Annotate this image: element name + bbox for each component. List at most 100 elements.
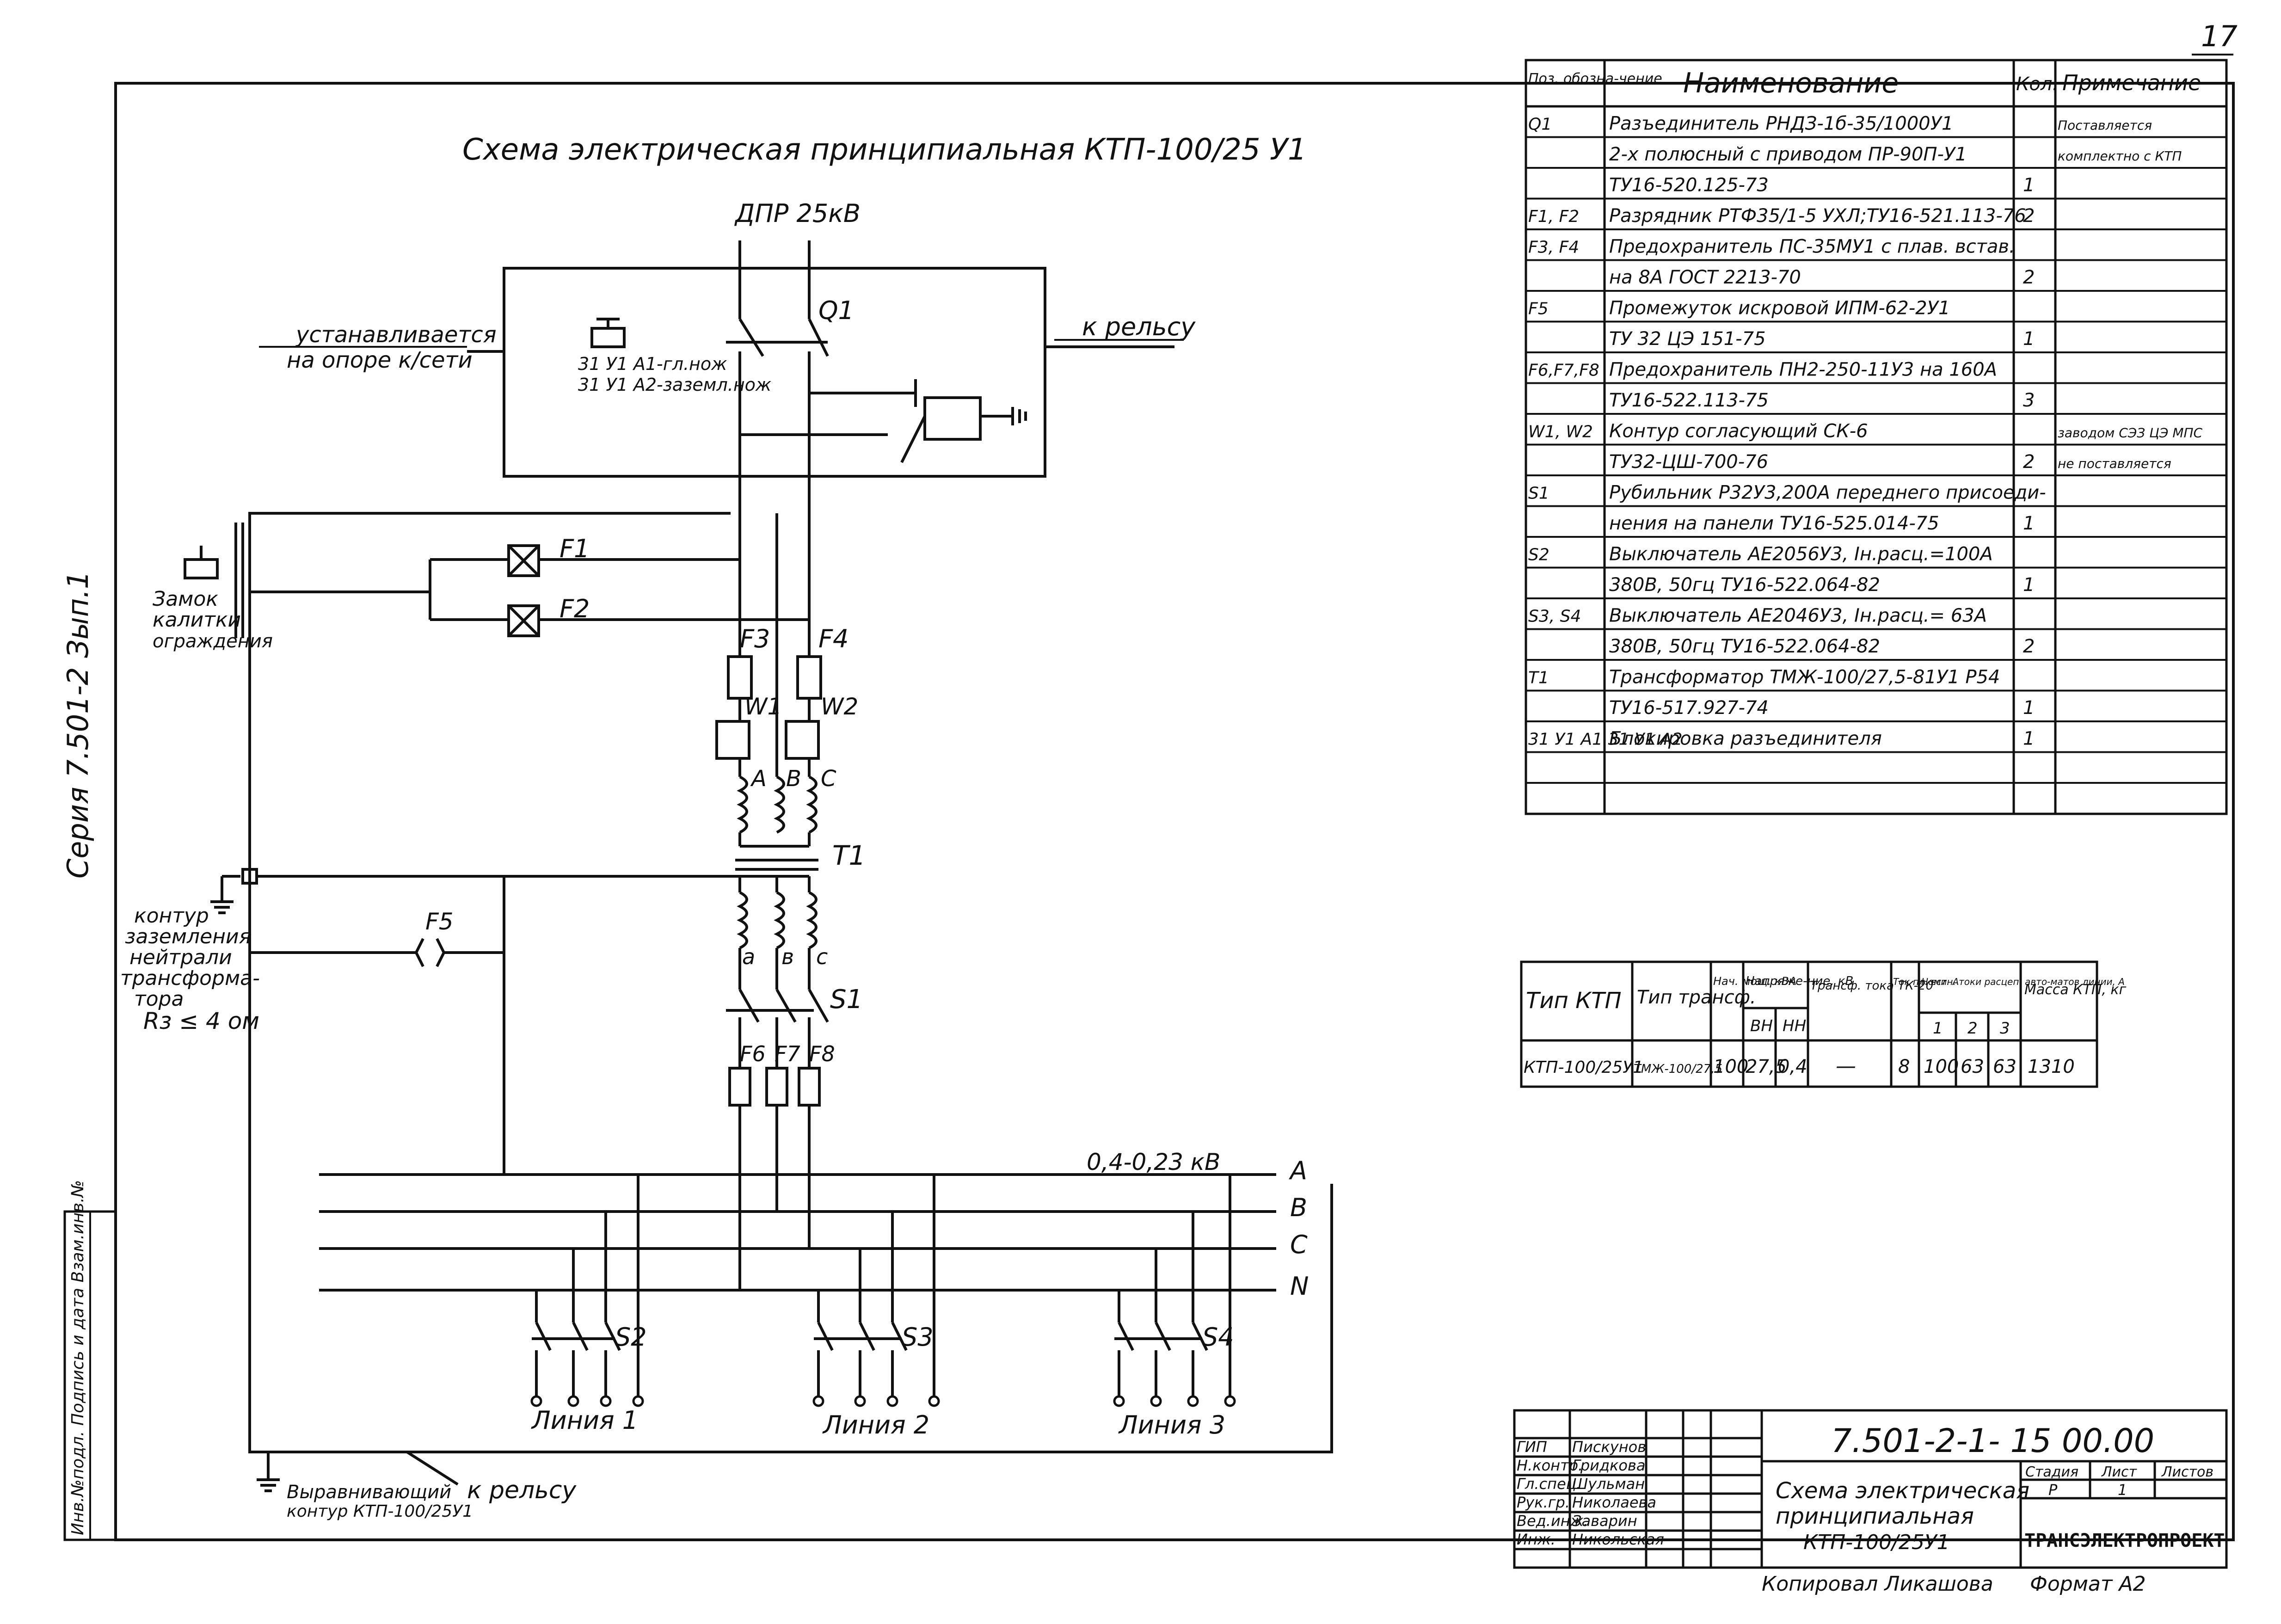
dt-h-nn: НН — [1783, 1017, 1806, 1035]
spec-cell: Разъединитель РНДЗ-1б-35/1000У1 — [1609, 113, 1953, 135]
tb-title-1: Схема электрическая — [1776, 1478, 2029, 1504]
label-f1: F1 — [559, 534, 590, 563]
spec-cell: не поставляется — [2058, 456, 2171, 471]
dt-h-type: Тип КТП — [1526, 988, 1622, 1014]
neutral-ground — [210, 868, 740, 1433]
spec-cell: 31 У1 А1 31 У1 А2 — [1528, 730, 1683, 749]
label-equalizing-2: контур КТП-100/25У1 — [287, 1502, 473, 1521]
label-pb: В — [786, 766, 801, 792]
tb-person: Николаева — [1572, 1494, 1656, 1511]
dt-h-vn: ВН — [1750, 1017, 1773, 1035]
tb-stage: Р — [2048, 1481, 2058, 1499]
hv-path — [715, 513, 822, 871]
tb-role: Инж. — [1517, 1531, 1556, 1548]
label-pc: С — [821, 766, 836, 792]
spec-cell: 1 — [2023, 574, 2035, 596]
dt-mass: 1310 — [2028, 1056, 2075, 1077]
label-sc: с — [816, 944, 828, 969]
doc-number: 7.501-2-1- 15 00.00 — [1831, 1422, 2154, 1460]
dt-h-trans: Тип трансф. — [1637, 987, 1756, 1008]
page-number: 17 — [2201, 19, 2238, 53]
tb-person: Заварин — [1572, 1512, 1637, 1530]
label-f4: F4 — [818, 624, 848, 653]
spec-cell: F5 — [1528, 300, 1549, 319]
spec-cell: 2 — [2023, 267, 2035, 288]
spec-cell: 1 — [2023, 328, 2035, 350]
spec-cell: Разрядник РТФ35/1-5 УХЛ;ТУ16-521.113-76 — [1609, 205, 2026, 227]
label-voltage: 0,4-0,23 кВ — [1087, 1149, 1220, 1175]
label-ground-3: нейтрали — [129, 946, 232, 969]
spec-cell: S2 — [1528, 546, 1549, 565]
label-f7: F7 — [775, 1041, 800, 1066]
tb-role: ГИП — [1517, 1438, 1547, 1456]
tb-role: Вед.инж. — [1517, 1512, 1588, 1530]
label-gate-1: Замок — [153, 587, 218, 611]
spec-cell: Предохранитель ПС-35МУ1 с плав. встав. — [1609, 236, 2015, 258]
label-to-rail: к рельсу — [1082, 312, 1196, 341]
lv-buses — [319, 1173, 1276, 1292]
hv-section — [467, 240, 1174, 536]
label-f2: F2 — [559, 594, 590, 623]
dt-h-n1: 1 — [1933, 1019, 1943, 1038]
dt-trans: ТМЖ-100/27,5 — [1634, 1062, 1722, 1076]
label-gate-2: калитки — [153, 608, 241, 632]
label-f3: F3 — [740, 624, 770, 653]
label-bus-n: N — [1290, 1272, 1309, 1301]
spec-h-pos: Поз. обозна-чение — [1528, 71, 1662, 87]
label-f6: F6 — [740, 1041, 766, 1066]
tb-person: Шульман — [1572, 1475, 1645, 1493]
label-pa: A — [750, 766, 767, 792]
tb-role: Рук.гр. — [1517, 1494, 1570, 1511]
main-enclosure — [248, 512, 1333, 1453]
label-bus-c: С — [1290, 1230, 1308, 1259]
dt-vn: 27,5 — [1746, 1056, 1787, 1077]
label-bus-b: В — [1290, 1193, 1307, 1222]
dt-h-mass: Масса КТП, кг — [2024, 982, 2127, 998]
dt-h-n2: 2 — [1967, 1019, 1978, 1038]
feeder-terminals — [530, 1395, 1236, 1407]
label-w1: W1 — [744, 693, 782, 720]
spec-cell: 380В, 50гц ТУ16-522.064-82 — [1609, 636, 1880, 657]
format: Формат А2 — [2030, 1572, 2146, 1596]
tb-stage-h: Стадия — [2025, 1464, 2078, 1480]
spec-cell: 2-х полюсный с приводом ПР-90П-У1 — [1609, 144, 1967, 165]
title-block — [1513, 1409, 2228, 1569]
dt-h-n3: 3 — [2000, 1019, 2010, 1038]
spec-cell: Трансформатор ТМЖ-100/27,5-81У1 Р54 — [1609, 667, 2000, 688]
dt-type: КТП-100/25У1 — [1524, 1058, 1643, 1077]
dt-power: 100 — [1713, 1056, 1748, 1077]
label-lock-2: 31 У1 А2-заземл.нож — [578, 375, 771, 395]
label-to-rail-bottom: к рельсу — [467, 1476, 577, 1504]
label-bus-a: A — [1289, 1156, 1307, 1185]
series-text: Серия 7.501-2 Зып.1 — [61, 571, 95, 879]
spec-cell: Предохранитель ПН2-250-11У3 на 160А — [1609, 359, 1997, 381]
label-gate-3: ограждения — [153, 631, 273, 652]
label-ground-6: Rз ≤ 4 ом — [143, 1008, 259, 1034]
gate-lock — [184, 523, 244, 638]
spec-cell: ТУ16-522.113-75 — [1609, 390, 1769, 411]
label-equalizing-1: Выравнивающий — [287, 1482, 451, 1503]
tb-sheet: 1 — [2118, 1481, 2127, 1499]
left-stamp-text: Инв.№подл. Подпись и дата Взам.инв.№ — [68, 1180, 87, 1535]
tb-title-3: КТП-100/25У1 — [1803, 1531, 1950, 1554]
label-dpr: ДПР 25кВ — [734, 199, 861, 228]
label-ground-5: тора — [134, 987, 184, 1011]
dt-nn: 0,4 — [1778, 1056, 1808, 1077]
spec-cell: Поставляется — [2058, 118, 2152, 133]
spec-cell: 2 — [2023, 205, 2035, 227]
spec-cell: F1, F2 — [1528, 207, 1579, 226]
lv-path — [726, 875, 829, 1290]
spec-cell: 3 — [2023, 390, 2035, 411]
label-w2: W2 — [821, 693, 858, 720]
label-s4: S4 — [1202, 1323, 1234, 1352]
feeders — [532, 1175, 1231, 1396]
spec-cell: Выключатель АЕ2056У3, Iн.расц.=100А — [1609, 544, 1993, 565]
tb-role: Н.контр. — [1517, 1457, 1583, 1474]
page-frame — [114, 82, 2235, 1541]
label-lock-1: 31 У1 А1-гл.нож — [578, 354, 727, 374]
label-f5: F5 — [425, 908, 454, 935]
equalizing-contour — [257, 1451, 459, 1492]
spec-cell: комплектно с КТП — [2058, 148, 2182, 164]
